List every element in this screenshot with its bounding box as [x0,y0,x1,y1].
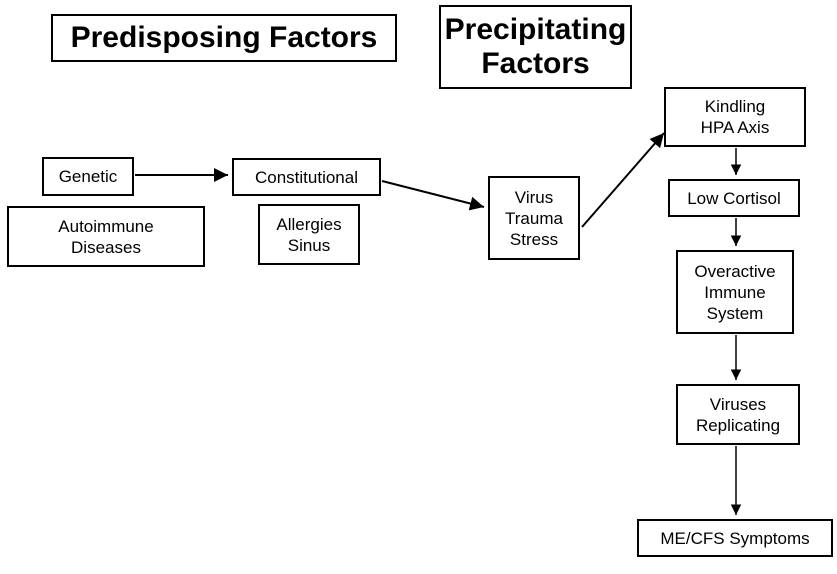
autoimmune-diseases-box: Autoimmune Diseases [7,206,205,267]
viruses-replicating-box: Viruses Replicating [676,384,800,445]
kindling-hpa-axis-box: Kindling HPA Axis [664,87,806,147]
low-cortisol-box: Low Cortisol [668,179,800,217]
arrow-constitutional-to-virus [381,180,485,211]
predisposing-factors-header: Predisposing Factors [51,14,397,62]
me-cfs-symptoms-box: ME/CFS Symptoms [637,519,833,557]
arrow-virus-to-kindling [581,132,665,228]
constitutional-box: Constitutional [232,158,381,196]
virus-trauma-stress-box: Virus Trauma Stress [488,176,580,260]
genetic-box: Genetic [42,157,134,196]
allergies-sinus-box: Allergies Sinus [258,204,360,265]
overactive-immune-system-box: Overactive Immune System [676,250,794,334]
precipitating-factors-header: Precipitating Factors [439,5,632,89]
